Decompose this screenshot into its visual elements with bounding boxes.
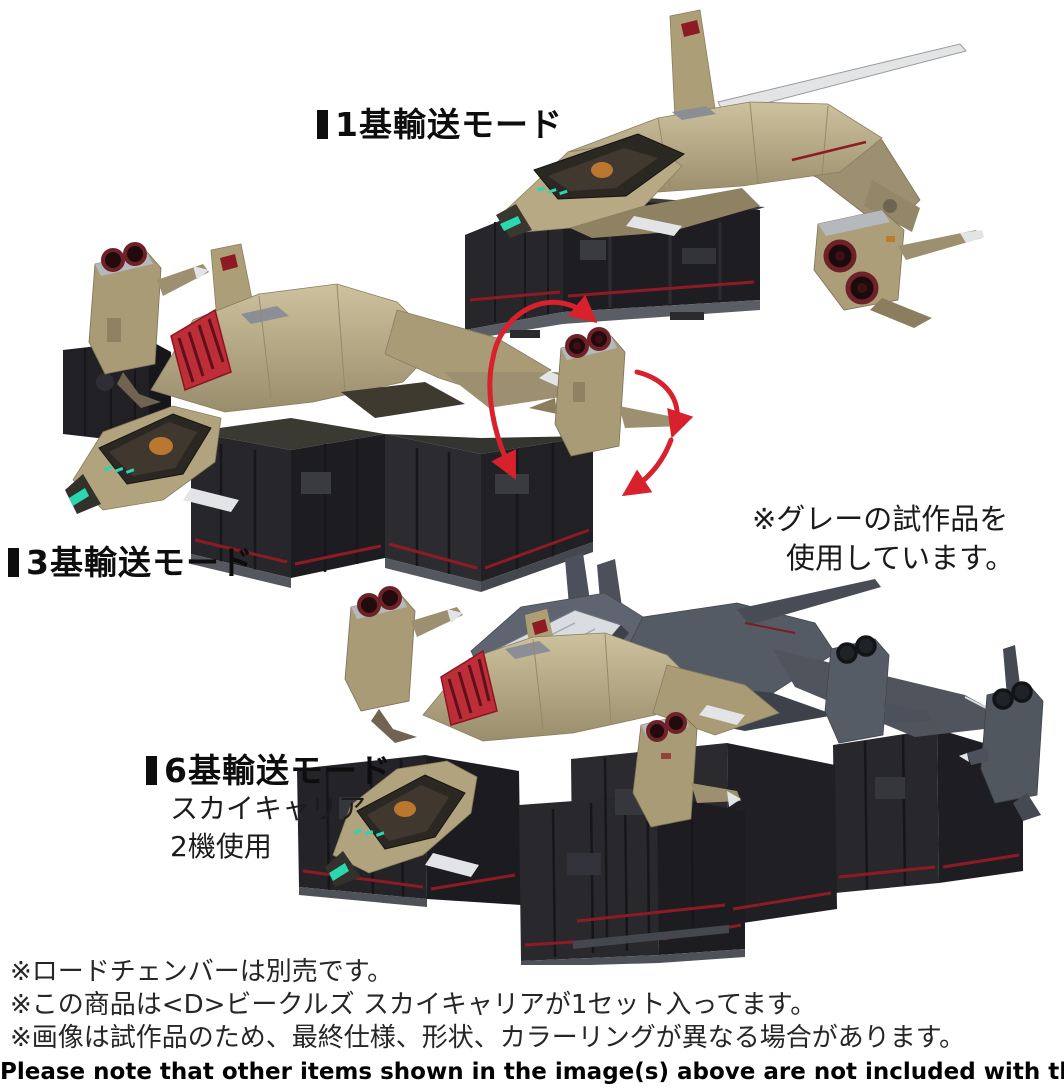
label-marker bbox=[146, 756, 157, 785]
footnote-2: ※この商品は<D>ビークルズ スカイキャリアが1セット入ってます。 bbox=[10, 990, 817, 1020]
mode-3-label-text: 3基輸送モード bbox=[26, 543, 254, 582]
photo-transport-mode-3 bbox=[63, 242, 694, 592]
pilot-figure bbox=[149, 437, 173, 455]
mode-1-label: 1基輸送モード bbox=[317, 98, 563, 146]
sky-carrier-jet-tan bbox=[325, 586, 780, 887]
mode-3-label: 3基輸送モード bbox=[8, 536, 254, 584]
mode-6-label: 6基輸送モード bbox=[146, 744, 392, 792]
right-wing bbox=[773, 649, 1019, 737]
mode-6-label-text: 6基輸送モード bbox=[164, 751, 392, 790]
mode-6-caption-line1: スカイキャリア bbox=[170, 792, 367, 825]
engine-pod-gray bbox=[959, 645, 1044, 821]
engine-pod bbox=[88, 242, 209, 408]
mode-1-label-text: 1基輸送モード bbox=[335, 105, 563, 144]
label-marker bbox=[317, 110, 328, 139]
red-intake bbox=[170, 308, 232, 392]
engine-pod-gray bbox=[824, 635, 931, 744]
footnotes: ※ロードチェンバーは別売です。 ※この商品は<D>ビークルズ スカイキャリアが1… bbox=[10, 956, 965, 1055]
engine-pod bbox=[632, 712, 741, 828]
sky-carrier-jet-tan bbox=[496, 9, 967, 238]
prototype-note-line1: ※グレーの試作品を bbox=[752, 502, 1009, 536]
pilot-figure bbox=[591, 162, 613, 178]
prototype-note: ※グレーの試作品を 使用しています。 bbox=[752, 500, 1014, 578]
footnote-1: ※ロードチェンバーは別売です。 bbox=[10, 957, 394, 987]
photo-transport-mode-1 bbox=[465, 9, 984, 340]
engine-pod bbox=[813, 209, 984, 328]
prototype-note-line2: 使用しています。 bbox=[786, 541, 1015, 575]
english-disclaimer: Please note that other items shown in th… bbox=[0, 1059, 1064, 1085]
footnote-3: ※画像は試作品のため、最終仕様、形状、カラーリングが異なる場合があります。 bbox=[10, 1023, 966, 1053]
engine-pod bbox=[344, 586, 463, 743]
mode-6-caption-line2: 2機使用 bbox=[170, 830, 272, 863]
rotation-arrows bbox=[487, 294, 694, 497]
sky-carrier-jet-tan bbox=[65, 243, 593, 514]
photo-transport-mode-6 bbox=[297, 553, 1044, 965]
label-marker bbox=[8, 548, 19, 577]
pilot-figure bbox=[394, 801, 416, 817]
mode-6-caption: スカイキャリア 2機使用 bbox=[170, 790, 366, 866]
